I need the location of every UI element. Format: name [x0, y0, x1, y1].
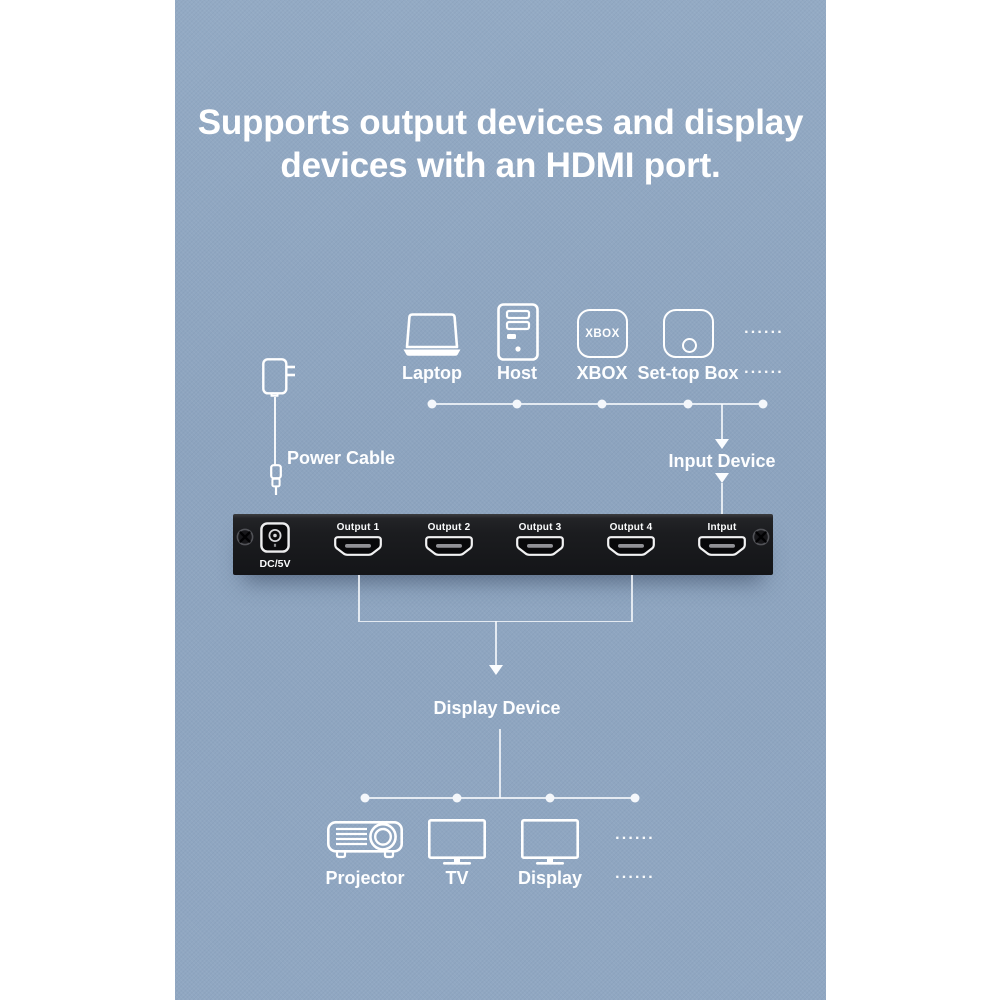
connector-node [452, 793, 462, 803]
title-line-2: devices with an HDMI port. [280, 146, 721, 185]
display-monitor-icon [521, 819, 579, 865]
display-flow-line [499, 729, 501, 798]
output4-label: Output 4 [609, 522, 653, 533]
connector-node [545, 793, 555, 803]
connector-node [683, 399, 693, 409]
display-flow-line [495, 621, 497, 666]
display-label: Display [517, 868, 583, 888]
host-tower-icon [497, 303, 539, 361]
hdmi-port-icon [607, 536, 655, 556]
tv-icon [428, 819, 486, 865]
hdmi-port-icon [334, 536, 382, 556]
power-adapter-icon [262, 358, 295, 397]
xbox-icon-text: XBOX [585, 327, 620, 340]
more-devices-dots-bottom: ...... [615, 826, 655, 843]
hdmi-port-icon [425, 536, 473, 556]
set-top-box-dot [681, 338, 697, 353]
input-flow-line [721, 483, 723, 514]
page-title: Supports output devices and display devi… [175, 101, 826, 187]
input-port-label: Intput [707, 522, 737, 533]
connector-node [630, 793, 640, 803]
arrow-down-icon [715, 473, 729, 483]
display-connector-line [365, 797, 635, 799]
set-top-box-label: Set-top Box [637, 363, 739, 383]
output3-label: Output 3 [518, 522, 562, 533]
output2-label: Output 2 [427, 522, 471, 533]
output1-label: Output 1 [336, 522, 380, 533]
more-devices-dots-top: ...... [744, 320, 784, 337]
power-cable-label: Power Cable [286, 448, 396, 468]
more-devices-dots-top-labels: ...... [744, 360, 784, 377]
screw-icon [752, 528, 770, 546]
arrow-down-icon [489, 665, 503, 675]
output-bracket-line [358, 575, 360, 621]
connector-node [512, 399, 522, 409]
arrow-down-icon [715, 439, 729, 449]
hdmi-port-icon [698, 536, 746, 556]
hdmi-splitter-panel [233, 514, 773, 575]
projector-icon [327, 821, 403, 859]
connector-node [427, 399, 437, 409]
host-label: Host [497, 363, 537, 383]
projector-label: Projector [325, 868, 405, 888]
laptop-icon [403, 313, 461, 356]
background-panel [175, 0, 826, 1000]
laptop-label: Laptop [402, 363, 462, 383]
tv-label: TV [445, 868, 469, 888]
dc-power-jack-icon [260, 522, 290, 553]
dc-plug-icon [270, 464, 282, 495]
more-devices-dots-bottom-labels: ...... [615, 865, 655, 882]
xbox-icon: XBOX [577, 309, 628, 358]
xbox-label: XBOX [576, 363, 628, 383]
display-device-label: Display Device [433, 698, 561, 718]
power-cable-line [274, 397, 277, 466]
connector-node [597, 399, 607, 409]
set-top-box-icon [663, 309, 714, 358]
screw-icon [236, 528, 254, 546]
input-device-label: Input Device [668, 451, 776, 471]
connector-node [758, 399, 768, 409]
title-line-1: Supports output devices and display [197, 103, 804, 142]
connector-node [360, 793, 370, 803]
input-flow-line [721, 404, 723, 439]
hdmi-port-icon [516, 536, 564, 556]
dc-5v-label: DC/5V [259, 558, 291, 570]
output-bracket-line [631, 575, 633, 621]
